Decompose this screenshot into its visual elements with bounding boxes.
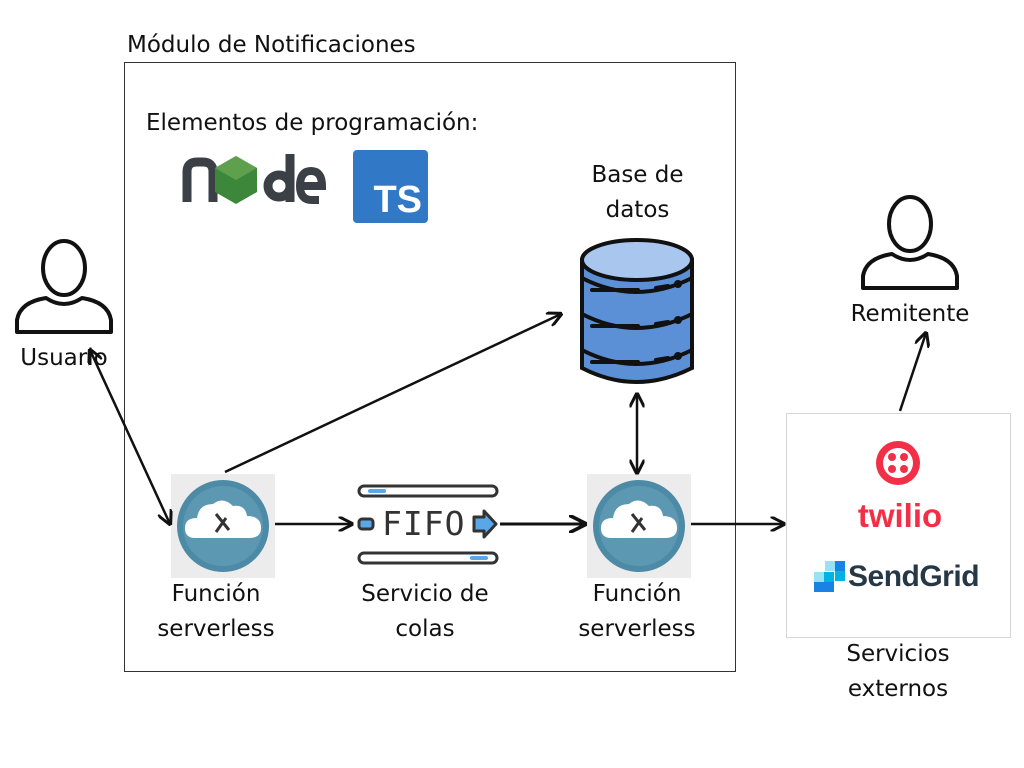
function-2-label: Función serverless xyxy=(578,581,696,642)
sendgrid-logo-icon xyxy=(814,561,845,592)
database-icon xyxy=(580,238,694,384)
arrow-user-function1 xyxy=(90,350,170,524)
arrow-function1-database xyxy=(224,314,561,474)
external-services-label: Servicios externos xyxy=(846,641,950,702)
twilio-logo-icon xyxy=(876,441,920,485)
user-icon xyxy=(15,239,113,334)
database-label: Base de datos xyxy=(591,162,684,223)
queue-service-label: Servicio de colas xyxy=(361,581,489,642)
fifo-text: FIFO xyxy=(382,504,466,543)
twilio-logo-text: twilio xyxy=(857,497,943,534)
arrow-external-sender xyxy=(898,333,926,412)
programming-elements-title: Elementos de programación: xyxy=(146,110,479,136)
module-title: Módulo de Notificaciones xyxy=(127,32,416,58)
serverless-function-2-icon xyxy=(587,474,691,578)
sendgrid-logo-text: SendGrid xyxy=(848,560,980,593)
sender-label: Remitente xyxy=(850,301,970,327)
typescript-logo: TS xyxy=(353,150,428,223)
function-1-label: Función serverless xyxy=(157,581,275,642)
sender-icon xyxy=(861,195,959,290)
serverless-function-1-icon xyxy=(171,474,275,578)
typescript-logo-text: TS xyxy=(373,179,422,221)
nodejs-logo xyxy=(182,154,327,204)
fifo-queue-icon: FIFO xyxy=(356,483,499,568)
